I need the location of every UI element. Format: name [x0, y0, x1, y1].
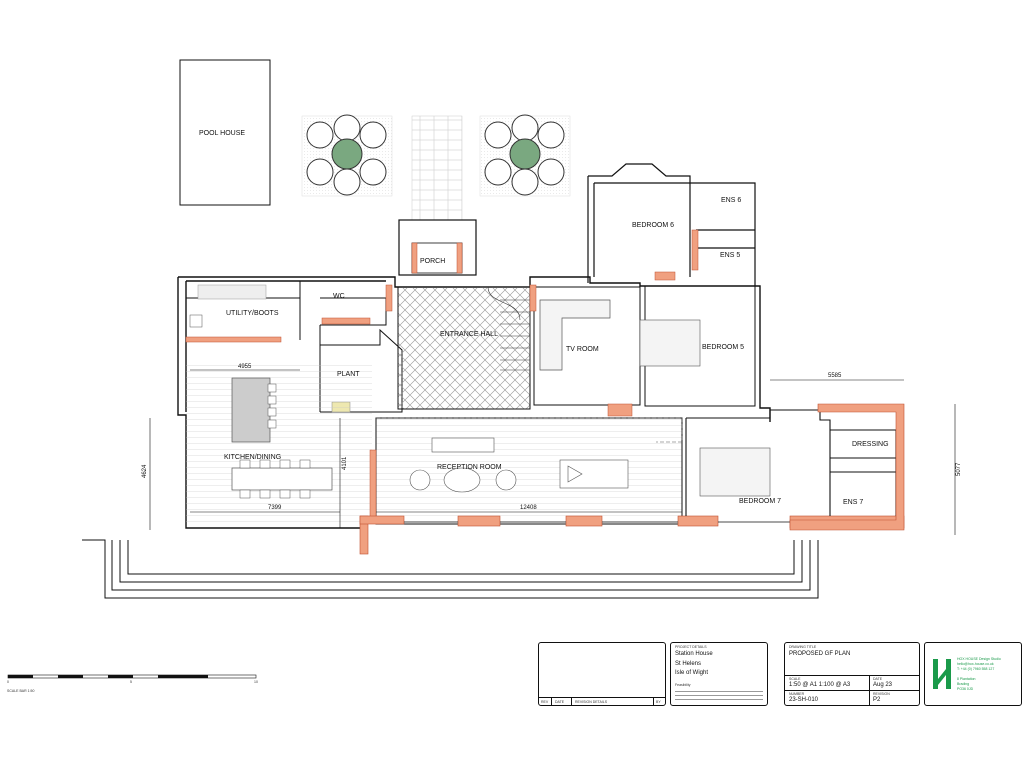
project-heading: PROJECT DETAILS — [675, 645, 707, 649]
revision-label: REVISION — [873, 692, 890, 696]
project-panel: PROJECT DETAILS Station House St Helens … — [670, 642, 768, 706]
label-dressing: DRESSING — [852, 441, 889, 448]
garden-planting-right — [479, 114, 571, 197]
label-bedroom7: BEDROOM 7 — [739, 498, 781, 505]
scale-tick-0: 0 — [7, 680, 9, 684]
label-ens7: ENS 7 — [843, 499, 863, 506]
project-line1: Station House — [675, 651, 713, 657]
rev-header-details: REVISION DETAILS — [575, 700, 608, 704]
rev-header-by: BY — [656, 700, 661, 704]
drawing-heading: DRAWING TITLE — [789, 645, 817, 649]
dim-4624: 4624 — [142, 464, 148, 478]
dining-table — [231, 459, 333, 499]
label-wc: WC — [333, 293, 345, 300]
rev-header-rev: REV — [541, 700, 549, 704]
scale-bar-caption: SCALE BAR 1:50 — [7, 689, 35, 693]
label-kitchen: KITCHEN/DINING — [224, 454, 281, 461]
rev-header-date: DATE — [555, 700, 565, 704]
pool-house — [179, 59, 271, 206]
label-bedroom5: BEDROOM 5 — [702, 344, 744, 351]
label-porch: PORCH — [420, 258, 445, 265]
stair — [480, 286, 531, 371]
project-status: Feasibility — [675, 683, 691, 687]
bedroom6-wing — [587, 163, 756, 286]
dim-5585: 5585 — [828, 373, 842, 379]
drawing-scale: 1:50 @ A1 1:100 @ A3 — [789, 682, 851, 688]
project-line3: Isle of Wight — [675, 670, 709, 676]
dim-12408: 12408 — [520, 505, 537, 511]
porch — [398, 219, 477, 276]
studio-email: hello@hox-house.co.uk — [957, 662, 994, 666]
number-label: NUMBER — [789, 692, 805, 696]
label-pool-house: POOL HOUSE — [199, 130, 245, 137]
project-line2: St Helens — [675, 661, 702, 667]
studio-addr3: PO36 0JD — [957, 687, 974, 691]
drawing-panel: DRAWING TITLE PROPOSED GF PLAN SCALE 1:5… — [784, 642, 920, 706]
studio-addr1: 8 Plantation — [957, 677, 976, 681]
reception-furniture — [409, 437, 629, 493]
studio-name: HOX HOUSE Design Studio — [957, 657, 1001, 661]
label-entrance-hall: ENTRANCE HALL — [440, 331, 498, 338]
scale-tick-5: 5 — [130, 680, 132, 684]
scale-tick-10: 10 — [254, 680, 258, 684]
kitchen-island — [231, 377, 277, 443]
drawing-date: Aug 23 — [873, 682, 893, 688]
scale-label: SCALE — [789, 677, 801, 681]
label-ens6: ENS 6 — [721, 197, 741, 204]
studio-logo — [933, 659, 951, 689]
dim-7399: 7399 — [268, 505, 282, 511]
tv-sofa — [539, 299, 611, 371]
terrace-outline — [82, 539, 819, 599]
scale-bar — [7, 674, 257, 679]
drawing-revision: P2 — [873, 697, 881, 703]
dim-4955: 4955 — [238, 364, 252, 370]
label-ens5: ENS 5 — [720, 252, 740, 259]
drawing-title: PROPOSED GF PLAN — [789, 651, 851, 657]
date-label: DATE — [873, 677, 883, 681]
dimension-lines — [149, 369, 956, 535]
label-plant: PLANT — [337, 371, 360, 378]
dim-5077: 5077 — [956, 462, 962, 476]
revision-panel: REV DATE REVISION DETAILS BY — [538, 642, 666, 706]
drawing-number: 23-SH-010 — [789, 697, 819, 703]
label-reception: RECEPTION ROOM — [437, 464, 502, 471]
studio-panel: HOX HOUSE Design Studio hello@hox-house.… — [924, 642, 1022, 706]
entrance-path — [411, 115, 463, 221]
label-tv-room: TV ROOM — [566, 346, 599, 353]
garden-planting-left — [301, 114, 393, 197]
studio-addr2: Brading — [957, 682, 970, 686]
dim-4101: 4101 — [342, 456, 348, 470]
label-bedroom6: BEDROOM 6 — [632, 222, 674, 229]
bedroom5 — [639, 285, 756, 407]
kitchen-floor — [186, 365, 372, 525]
studio-phone: T: +44 (0) 7960 558 127 — [957, 667, 995, 671]
label-utility: UTILITY/BOOTS — [226, 310, 279, 317]
reception-floor — [375, 417, 683, 525]
